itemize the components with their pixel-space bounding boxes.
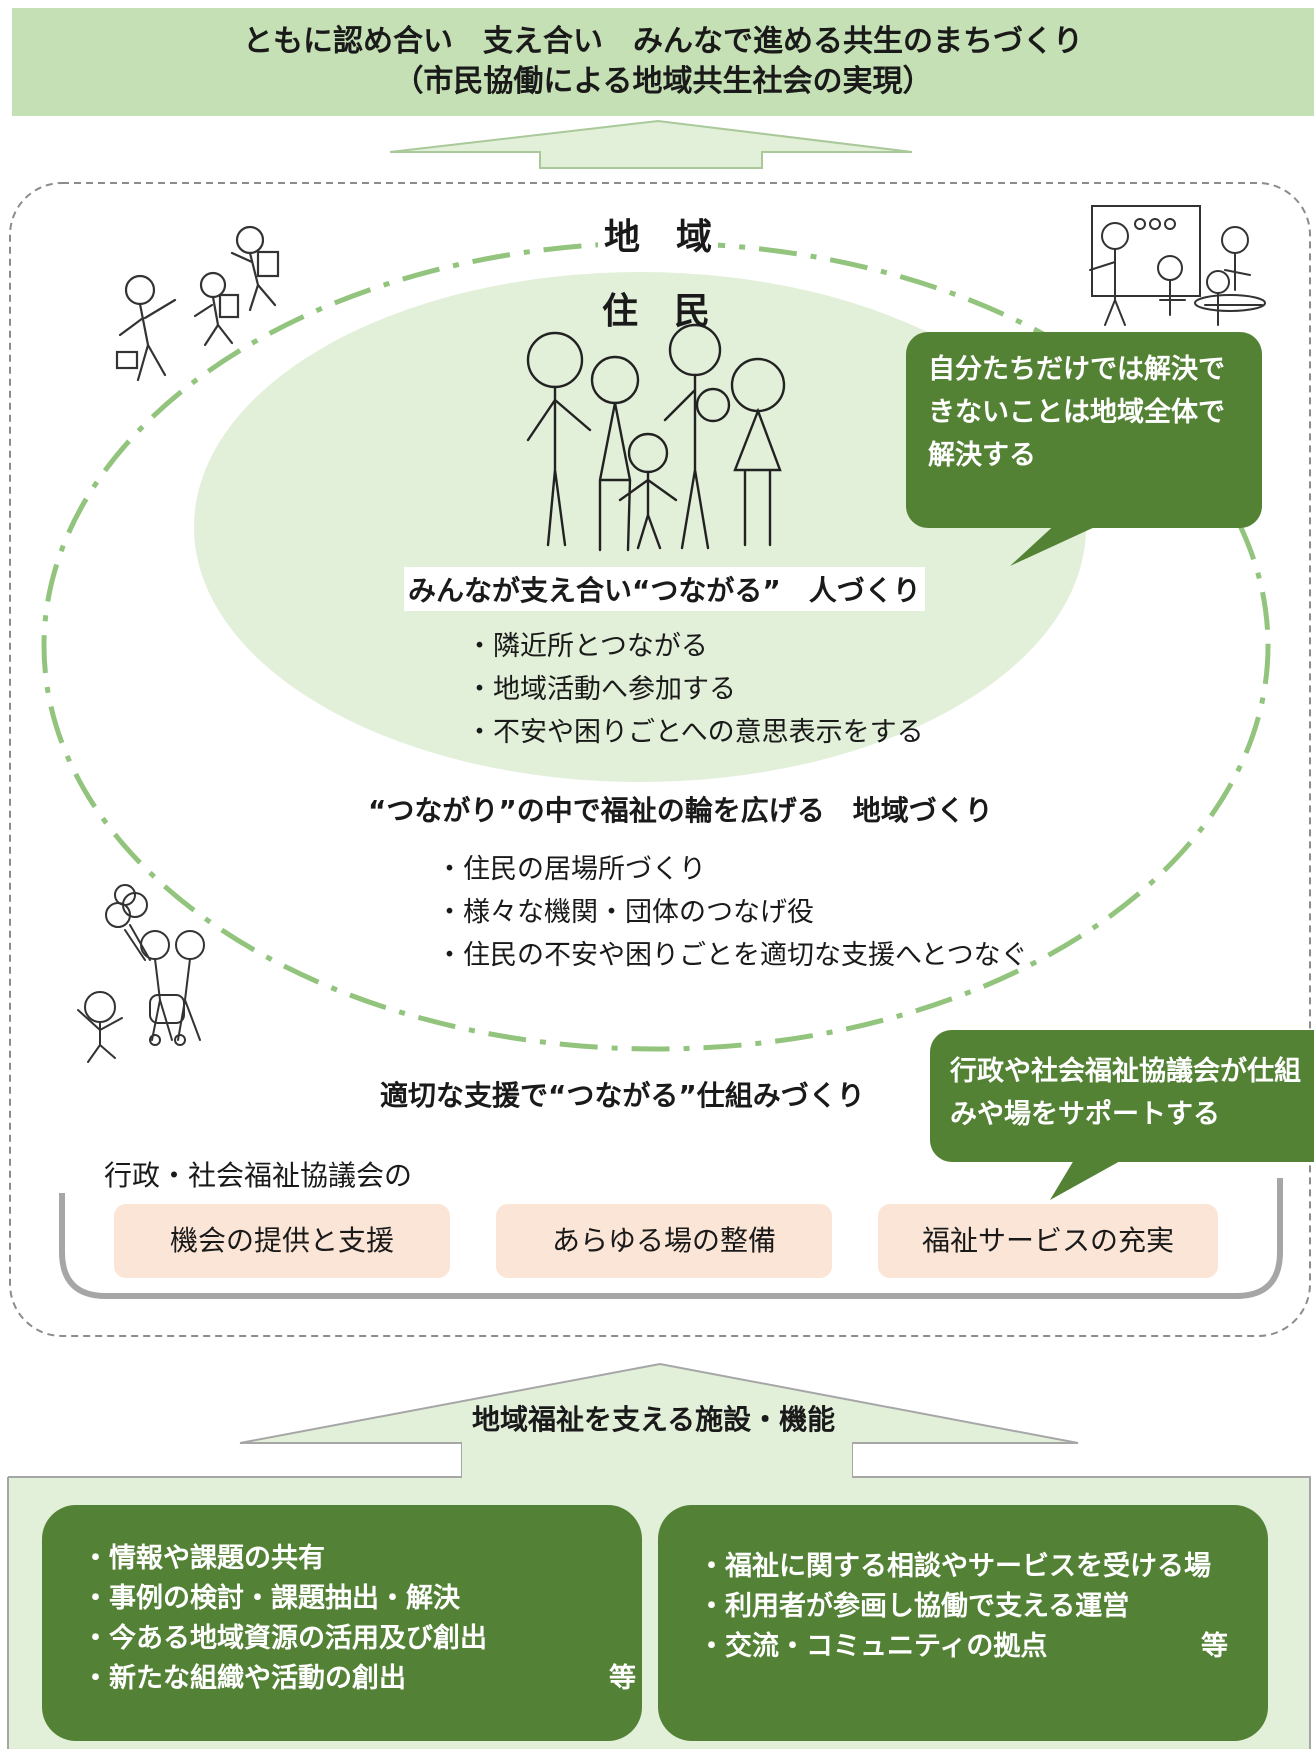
bubble-top-line: 自分たちだけでは解決で (928, 354, 1225, 385)
people-bullet: ・不安や困りごとへの意思表示をする (466, 717, 924, 748)
residents-ellipse (194, 272, 1086, 782)
residents-label: 住 民 (602, 291, 711, 332)
community-bullet: ・住民の居場所づくり (436, 854, 706, 885)
region-label: 地 域 (598, 208, 719, 260)
facilities-item: ・情報や課題の共有 (82, 1543, 325, 1574)
community-ellipse (41, 240, 1271, 1052)
bubble-top-line: 解決する (928, 440, 1036, 471)
facilities-item: ・事例の検討・課題抽出・解決 (82, 1583, 460, 1614)
up-arrow-top (389, 119, 913, 169)
facilities-item: ・利用者が参画し協働で支える運営 (698, 1591, 1130, 1622)
facilities-item: ・福祉に関する相談やサービスを受ける場 (698, 1551, 1211, 1582)
facilities-etc: 等 (609, 1663, 636, 1694)
facilities-heading: 地域福祉を支える施設・機能 (472, 1403, 836, 1436)
support-box-opportunity: 機会の提供と支援 (114, 1204, 450, 1278)
facilities-item: ・新たな組織や活動の創出 (82, 1663, 406, 1694)
bubble-bottom-line: 行政や社会福祉協議会が仕組 (950, 1056, 1301, 1087)
support-box-places: あらゆる場の整備 (496, 1204, 832, 1278)
people-heading: みんなが支え合い“つながる” 人づくり (404, 567, 925, 611)
vision-subtitle: （市民協働による地域共生社会の実現） (393, 64, 933, 99)
bubble-bottom-line: みや場をサポートする (950, 1099, 1220, 1130)
facilities-item: ・交流・コミュニティの拠点 (698, 1631, 1048, 1662)
vision-banner: ともに認め合い 支え合い みんなで進める共生のまちづくり （市民協働による地域共… (12, 8, 1314, 116)
community-bullet: ・様々な機関・団体のつなげ役 (436, 897, 814, 928)
community-heading: “つながり”の中で福祉の輪を広げる 地域づくり (368, 794, 993, 827)
bubble-top-line: きないことは地域全体で (928, 397, 1225, 428)
system-subtitle: 行政・社会福祉協議会の (104, 1159, 413, 1192)
people-bullet: ・隣近所とつながる (466, 631, 708, 662)
bubble-bottom-tail (1050, 1150, 1140, 1200)
speech-bubble-top: 自分たちだけでは解決で きないことは地域全体で 解決する (906, 332, 1262, 528)
support-box-services: 福祉サービスの充実 (878, 1204, 1218, 1278)
vision-title: ともに認め合い 支え合い みんなで進める共生のまちづくり (243, 24, 1083, 59)
facilities-item: ・今ある地域資源の活用及び創出 (82, 1623, 487, 1654)
facilities-card-right: ・福祉に関する相談やサービスを受ける場 ・利用者が参画し協働で支える運営 ・交流… (658, 1505, 1268, 1741)
support-curve (59, 1178, 1283, 1299)
walking-children-icon (115, 225, 280, 382)
facilities-etc: 等 (1201, 1631, 1228, 1662)
community-bullets: ・住民の居場所づくり ・様々な機関・団体のつなげ役 ・住民の不安や困りごとを適切… (436, 848, 1028, 977)
system-heading: 適切な支援で“つながる”仕組みづくり (380, 1079, 865, 1112)
family-group-icon (526, 323, 786, 552)
meeting-presentation-icon (1089, 205, 1266, 326)
people-bullets: ・隣近所とつながる ・地域活動へ参加する ・不安や困りごとへの意思表示をする (466, 625, 924, 754)
bubble-top-tail (1010, 520, 1110, 566)
region-frame (9, 182, 1311, 1337)
facilities-card-left: ・情報や課題の共有 ・事例の検討・課題抽出・解決 ・今ある地域資源の活用及び創出… (42, 1505, 642, 1741)
community-bullet: ・住民の不安や困りごとを適切な支援へとつなぐ (436, 940, 1028, 971)
people-bullet: ・地域活動へ参加する (466, 674, 736, 705)
speech-bubble-bottom: 行政や社会福祉協議会が仕組 みや場をサポートする (930, 1030, 1314, 1162)
family-with-stroller-icon (77, 884, 205, 1063)
